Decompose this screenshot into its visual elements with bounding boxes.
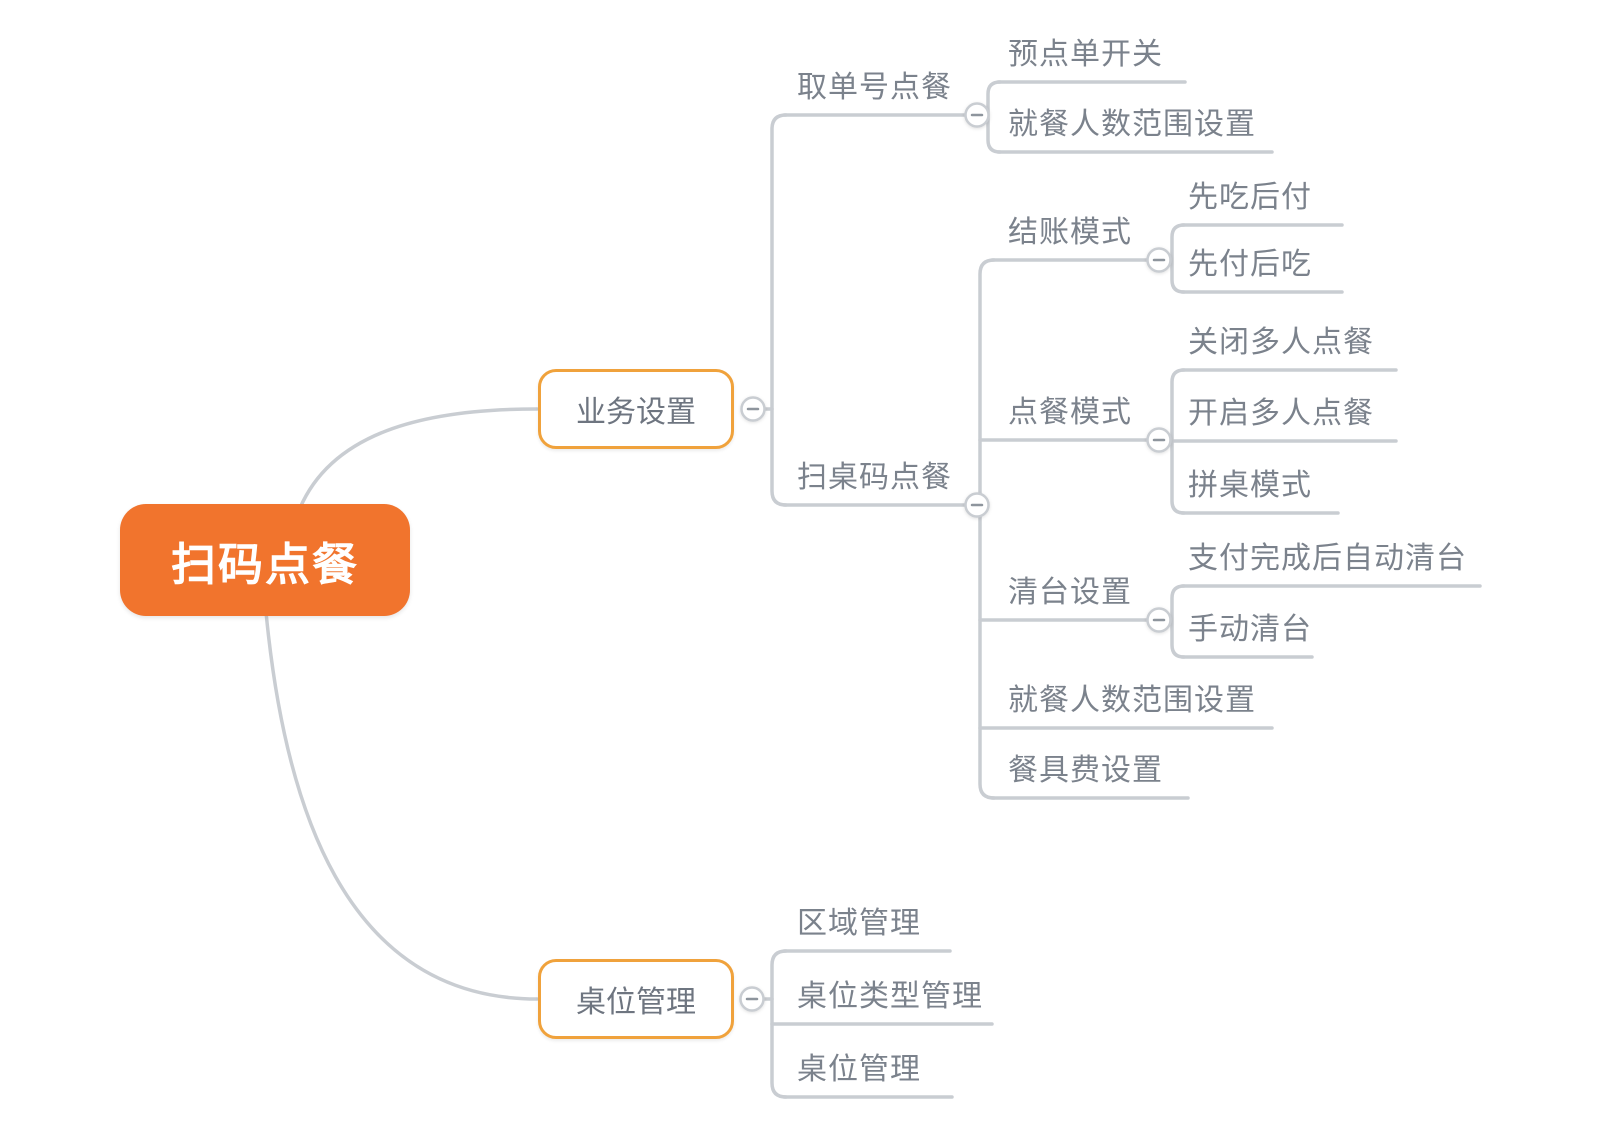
topic-table-type-management[interactable]: 桌位类型管理 (797, 979, 983, 1014)
topic-diner-count-range-2[interactable]: 就餐人数范围设置 (1008, 683, 1256, 718)
collapse-button-pickup-number-ordering[interactable] (964, 102, 990, 128)
topic-table-sharing-mode[interactable]: 拼桌模式 (1188, 468, 1312, 503)
root-topic[interactable]: 扫码点餐 (120, 504, 410, 616)
topic-clear-table-settings[interactable]: 清台设置 (1008, 575, 1132, 610)
topic-tableware-fee-settings[interactable]: 餐具费设置 (1008, 753, 1163, 788)
topic-pickup-number-ordering[interactable]: 取单号点餐 (797, 70, 952, 105)
topic-area-management[interactable]: 区域管理 (797, 906, 921, 941)
topic-open-multi-person-ordering[interactable]: 开启多人点餐 (1188, 396, 1374, 431)
topic-manual-clear-table[interactable]: 手动清台 (1188, 612, 1312, 647)
collapse-button-table-management[interactable] (739, 986, 765, 1012)
topic-ordering-mode[interactable]: 点餐模式 (1008, 395, 1132, 430)
topic-auto-clear-after-payment[interactable]: 支付完成后自动清台 (1188, 541, 1467, 576)
topic-eat-first-pay-later[interactable]: 先吃后付 (1188, 180, 1312, 215)
branch-table-management[interactable]: 桌位管理 (538, 959, 734, 1039)
collapse-button-business-settings[interactable] (740, 396, 766, 422)
topic-diner-count-range-1[interactable]: 就餐人数范围设置 (1008, 107, 1256, 142)
collapse-button-checkout-mode[interactable] (1146, 247, 1172, 273)
branch-business-settings[interactable]: 业务设置 (538, 369, 734, 449)
topic-checkout-mode[interactable]: 结账模式 (1008, 215, 1132, 250)
collapse-button-ordering-mode[interactable] (1146, 427, 1172, 453)
topic-close-multi-person-ordering[interactable]: 关闭多人点餐 (1188, 325, 1374, 360)
topic-preorder-switch[interactable]: 预点单开关 (1008, 37, 1163, 72)
topic-pay-first-eat-later[interactable]: 先付后吃 (1188, 247, 1312, 282)
collapse-button-scan-table-code-ordering[interactable] (964, 492, 990, 518)
topic-table-management-sub[interactable]: 桌位管理 (797, 1052, 921, 1087)
branch-curves (264, 80, 1482, 1099)
topic-scan-table-code-ordering[interactable]: 扫桌码点餐 (797, 460, 952, 495)
collapse-button-clear-table-settings[interactable] (1146, 607, 1172, 633)
